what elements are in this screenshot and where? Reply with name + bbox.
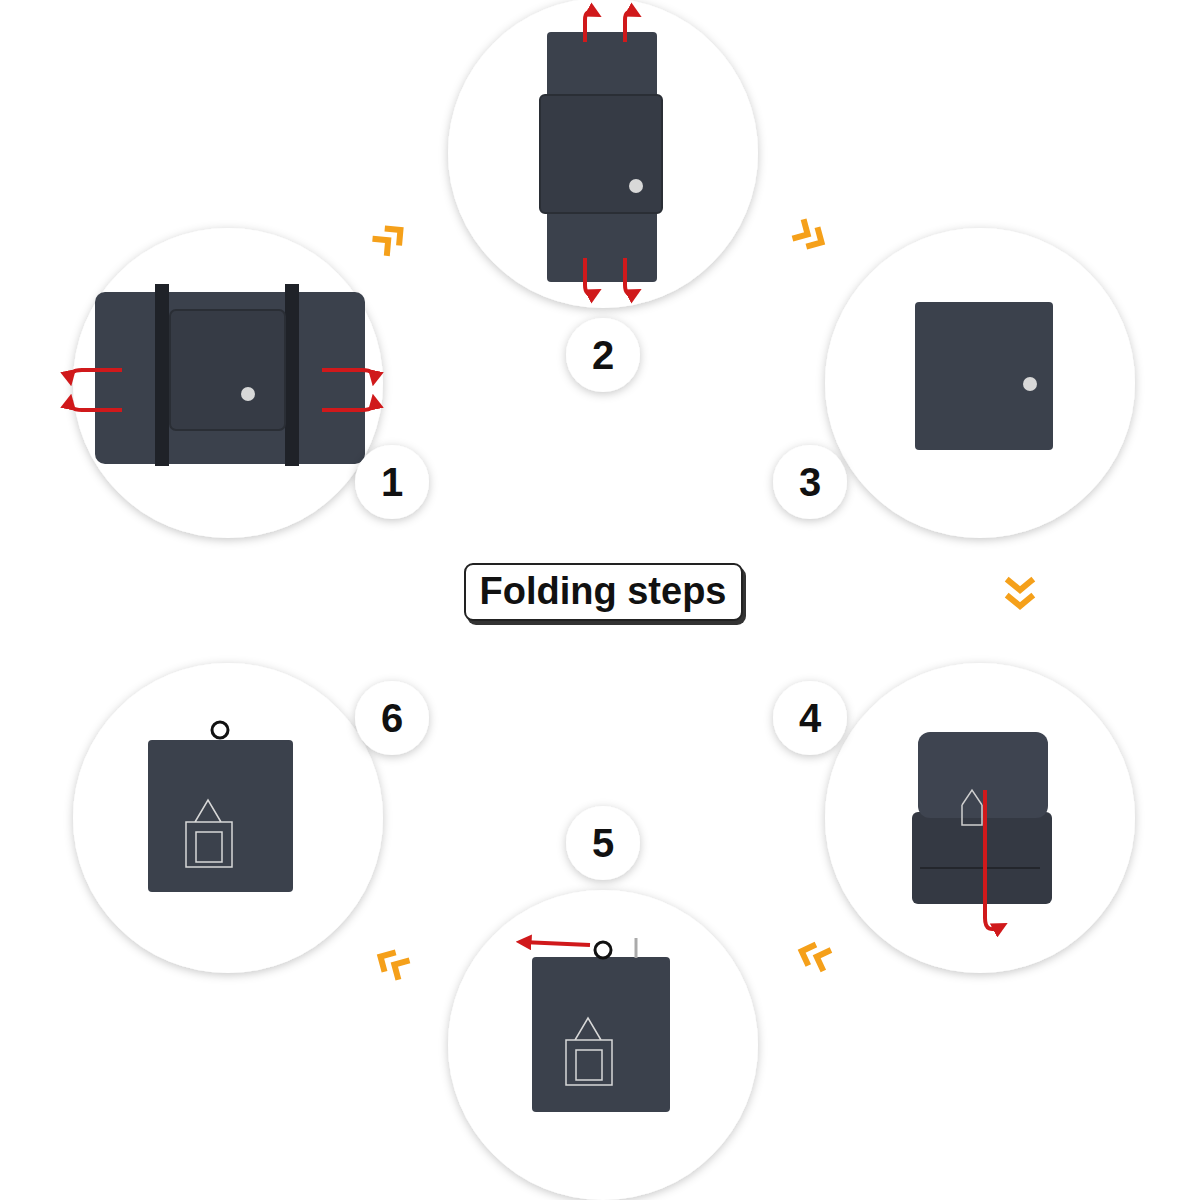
fold-arrows: [70, 370, 375, 410]
hang-loop: [212, 722, 228, 738]
pouch-body: [148, 740, 293, 892]
photo-circle: [825, 228, 1135, 538]
bag-body: [95, 292, 365, 464]
chevron-pair: [375, 223, 406, 253]
diagram-title: Folding steps: [480, 570, 727, 612]
chevron: [375, 233, 393, 253]
step-number-badge: 2: [565, 317, 641, 393]
fold-arrow: [625, 12, 636, 42]
photo-circle: [825, 663, 1135, 973]
chevron: [388, 223, 406, 243]
step-number: 4: [799, 698, 821, 738]
photo-circle: [448, 0, 758, 308]
step-number: 5: [592, 823, 614, 863]
step-number-badge: 3: [772, 444, 848, 520]
front-pocket: [170, 310, 285, 430]
chevron-pair: [376, 949, 407, 977]
fold-arrow: [322, 370, 374, 380]
pocket-front: [912, 812, 1052, 904]
hang-loop: [595, 942, 611, 958]
step-number: 1: [381, 462, 403, 502]
step-number: 6: [381, 698, 403, 738]
chevron-pair: [799, 943, 829, 968]
fold-arrow: [70, 400, 122, 410]
logo-badge: [241, 387, 255, 401]
badge-circle: [566, 318, 640, 392]
badge-circle: [355, 681, 429, 755]
photo-circles: [73, 0, 1135, 1200]
chevron: [1009, 597, 1031, 606]
bag-icon: [186, 800, 232, 867]
fold-arrow: [70, 370, 122, 380]
fold-arrow: [585, 258, 596, 294]
fold-arrow: [322, 400, 374, 410]
pouch-bag: [522, 938, 670, 1112]
chevron: [814, 948, 829, 968]
chevron: [376, 949, 393, 969]
title-box: Folding steps: [464, 563, 743, 621]
square-folded-bag: [915, 302, 1053, 450]
badge-circle: [355, 445, 429, 519]
fold-arrow: [585, 12, 596, 42]
logo-badge: [629, 179, 643, 193]
flip-arrow: [985, 790, 1002, 929]
chevron: [390, 957, 407, 977]
photo-circle: [73, 663, 383, 973]
finished-pouch: [148, 722, 293, 892]
chevron: [1009, 581, 1031, 590]
chevron-pair: [795, 222, 826, 250]
zipper-pull: [635, 938, 638, 958]
step-number-badge: 5: [565, 805, 641, 881]
pull-arrow: [522, 942, 590, 945]
badge-circle: [566, 806, 640, 880]
photo-circle: [73, 228, 383, 538]
bag-icon: [566, 1018, 612, 1085]
pouch-body: [532, 957, 670, 1112]
chevron-pair: [1009, 581, 1031, 606]
step-number-badge: 4: [772, 680, 848, 756]
side-folded-bag: [540, 12, 662, 294]
step-number-badge: 1: [354, 444, 430, 520]
chevron: [809, 230, 826, 250]
bag-strap: [285, 284, 299, 466]
badge-circle: [773, 681, 847, 755]
zipper: [920, 867, 1040, 869]
step-number: 2: [592, 335, 614, 375]
logo-badge: [1023, 377, 1037, 391]
chevron: [795, 222, 812, 242]
step-number-badge: 6: [354, 680, 430, 756]
badge-circle: [773, 445, 847, 519]
pocket-flip-bag: [912, 732, 1052, 929]
bag-body: [915, 302, 1053, 450]
bag-icon: [962, 790, 982, 825]
bag-strap: [155, 284, 169, 466]
photo-circle: [448, 890, 758, 1200]
fold-arrow: [625, 258, 636, 294]
step-number: 3: [799, 462, 821, 502]
open-bag: [70, 284, 375, 466]
front-pocket: [540, 95, 662, 213]
fold-arrows: [585, 12, 636, 294]
chevron: [799, 943, 814, 963]
